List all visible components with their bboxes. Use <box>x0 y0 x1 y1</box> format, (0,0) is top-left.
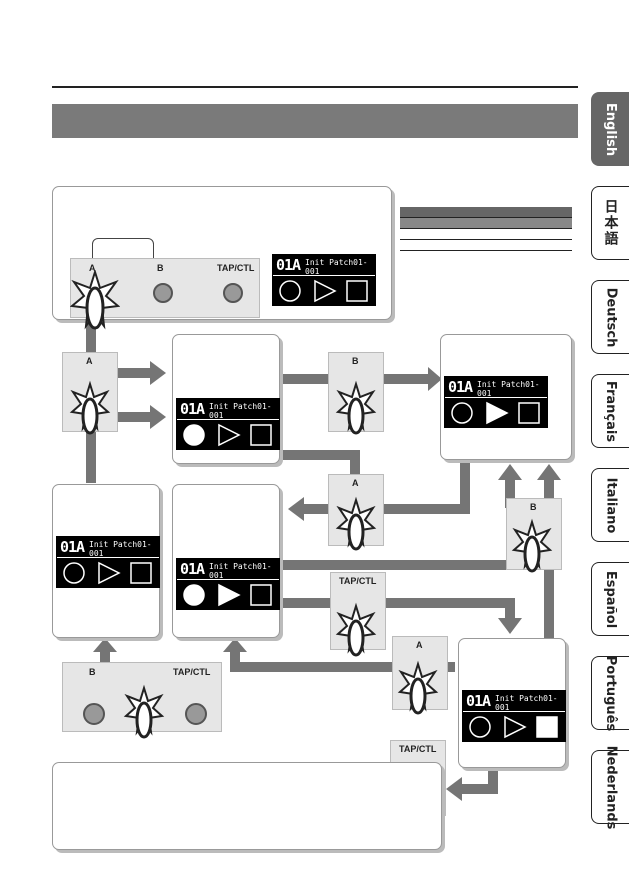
press-foot-icon <box>70 270 120 330</box>
bottom-switch-tap-label: TAP/CTL <box>173 667 211 677</box>
switch-tap[interactable] <box>223 283 243 303</box>
tab-japanese[interactable]: 日本語 <box>591 186 629 260</box>
switch-a-label: A <box>89 263 96 273</box>
tab-francais[interactable]: Français <box>591 374 629 448</box>
switch-tap-label: TAP/CTL <box>217 263 255 273</box>
status-table <box>400 207 572 251</box>
pedal-b-2-label: B <box>530 502 537 512</box>
pedal-a-3-label: A <box>416 640 423 650</box>
tab-nederlands[interactable]: Nederlands <box>591 745 629 829</box>
lcd-display-2: 01A Init Patch01-001 <box>444 376 548 428</box>
switch-b[interactable] <box>153 283 173 303</box>
lcd-display-top: 01A Init Patch01-001 <box>272 254 376 306</box>
pedal-tap-2-label: TAP/CTL <box>399 744 437 754</box>
bottom-switch-b[interactable] <box>83 703 105 725</box>
bottom-switch-b-label: B <box>89 667 96 677</box>
switch-b-label: B <box>157 263 164 273</box>
tab-portugues[interactable]: Português <box>591 655 629 731</box>
section-header-bar <box>52 104 578 138</box>
pedal-b-1-label: B <box>352 356 359 366</box>
top-rule <box>52 86 578 88</box>
lcd-display-5: 01A Init Patch01-001 <box>462 690 566 742</box>
lcd-display-1: 01A Init Patch01-001 <box>176 398 280 450</box>
bottom-note-box <box>52 762 442 850</box>
tab-english[interactable]: English <box>591 92 629 166</box>
tab-deutsch[interactable]: Deutsch <box>591 280 629 354</box>
pedal-a-1-label: A <box>86 356 93 366</box>
bottom-switch-tap[interactable] <box>185 703 207 725</box>
pedal-a-2-label: A <box>352 478 359 488</box>
pedal-tap-1-label: TAP/CTL <box>339 576 377 586</box>
lcd-display-4: 01A Init Patch01-001 <box>56 536 160 588</box>
tab-italiano[interactable]: Italiano <box>591 468 629 542</box>
tab-espanol[interactable]: Español <box>591 562 629 636</box>
lcd-display-3: 01A Init Patch01-001 <box>176 558 280 610</box>
language-tabs: English 日本語 Deutsch Français Italiano Es… <box>589 0 629 893</box>
